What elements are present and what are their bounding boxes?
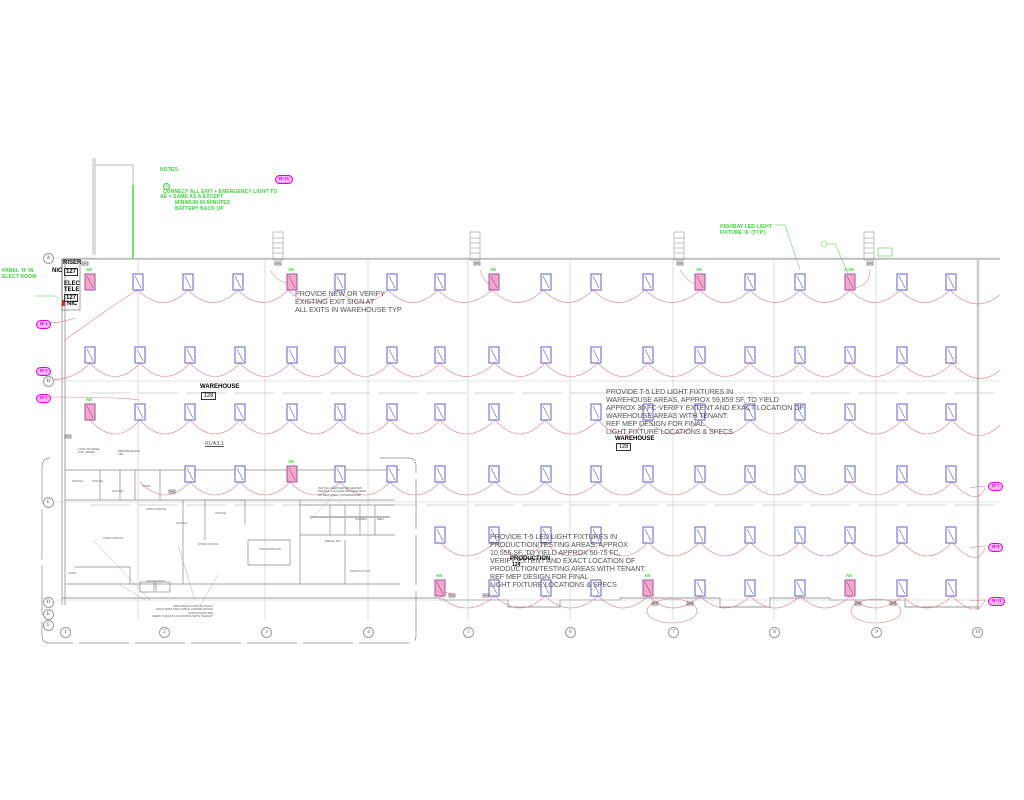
room-warehouse-east-number: 128 [616,443,632,452]
ae-legend-line3: BATTERY BACK UP [175,206,224,212]
fixture-row-2 [84,346,957,364]
elec-room-label-1: ELEC [64,281,81,287]
grid-row-e: E [43,609,54,620]
fixture-row-4 [184,465,957,483]
grid-row-a: A [43,253,54,264]
office-room-label: WOMEN [355,517,367,521]
ae-label: AE [696,267,703,272]
grid-col-8: 8 [769,627,780,638]
ae-legend-line2: MINIMUM 90 MINUTES [175,200,231,206]
grid-col-6: 6 [565,627,576,638]
office-room-label: OFFICE [176,521,187,525]
ae-label: AE [288,459,295,464]
office-room-label: RECEPTION [147,579,165,583]
office-room-label: OPEN OFFICE [198,542,219,546]
panel-tag-h7: H-7 [988,482,1004,491]
low-voltage-label: LOW VOLTAGE COIL PANEL [78,447,100,455]
office-room-label: OFFICE [259,547,270,551]
grid-col-1: 1 [60,627,71,638]
office-room-label: PRODUCTION [350,569,371,573]
grid-row-f: F [43,620,54,631]
fixture-row-1 [84,273,957,291]
stairs [272,231,893,261]
grid-col-9: 9 [871,627,882,638]
office-room-label: OFFICE [92,479,103,483]
ae-label: AE [436,573,443,578]
grid-col-10: 10 [972,627,983,638]
ae-label: AE [644,573,651,578]
ae-label: AE [288,267,295,272]
elec-room-suffix: NIC [67,301,78,307]
panel-callout-line2: ELECT ROOM [2,274,37,280]
grid-row-c: C [43,497,54,508]
grid-col-5: 5 [463,627,474,638]
office-room-label: CONF [68,571,77,575]
exit-sign-callout: PROVIDE NEW OR VERIFY EXISTING EXIT SIGN… [295,289,402,315]
riser-room-label: RISER [63,260,82,266]
room-production-number: 124 [512,562,521,568]
storefront-note: PROVIDE FLOOR OUTLETS WITH DATA AND CABL… [152,604,213,619]
one-ae-label: 1-AE [844,267,855,272]
production-fixtures-callout: PROVIDE T-5 LED LIGHT FIXTURES IN PRODUC… [490,532,646,590]
panel-callout-line1: PANEL 'H' IN [2,268,34,274]
note-1: 1 CONNECT ALL EXIT + EMERGENCY LIGHT TO [160,177,277,195]
panel-tag-h5b: H-5 [36,394,52,403]
office-room-label: OFFICE [215,511,226,515]
panel-tag-h9: H-9 [988,543,1004,552]
warehouse-fixtures-callout: PROVIDE T-5 LED LIGHT FIXTURES IN WAREHO… [606,387,804,437]
grid-lines [55,257,1000,620]
notes-heading: NOTES: [160,167,180,173]
maintenance-label: MAINTENANCE 130 [118,449,140,457]
shaft-outline [92,158,134,255]
highbay-callout: HIGHBAY LED LIGHT FIXTURE 'A' (TYP.) [720,224,772,236]
detail-reference: 01/A3.1 [205,441,224,447]
fixture-row-3 [84,403,957,421]
restroom-note: INSTALL NEW WATER HEATER INSTALL 1 EA AN… [318,486,367,497]
elec-room-number: 127 [64,294,79,303]
grid-col-3: 3 [261,627,272,638]
panel-tag-h11: H-11 [988,597,1006,606]
note-1-text: CONNECT ALL EXIT + EMERGENCY LIGHT TO [162,188,278,195]
ae-label: AE [846,573,853,578]
ae-legend-line1: AE = SAME AS A EXCEPT [160,194,224,200]
grid-row-d: D [43,597,54,608]
grid-row-b: B [43,376,54,387]
ae-label: AE [490,267,497,272]
office-room-label: OPEN OFFICE [103,536,124,540]
office-room-label: MEN [377,517,384,521]
office-room-label: CONF [142,484,151,488]
grid-col-7: 7 [668,627,679,638]
room-production-name: PRODUCTION [510,556,551,562]
office-area [41,457,417,644]
ae-label: AE [86,267,93,272]
grid-col-2: 2 [159,627,170,638]
panel-tag-h1: H-1 [36,320,52,329]
elec-room-label-2: TELE [64,287,80,293]
grid-col-4: 4 [363,627,374,638]
riser-room-prefix: NIC [52,268,63,274]
riser-room-number: 127 [64,268,79,277]
office-room-label: OFFICE [112,489,123,493]
office-room-label: BREAK RM [325,539,341,543]
panel-tag-h13: H-13 [275,175,293,184]
office-room-label: OFFICE [270,547,281,551]
ae-label: AE [86,397,93,402]
office-room-label: OPEN OFFICE [146,507,167,511]
office-room-label: OFFICE [72,479,83,483]
room-warehouse-west-name: WAREHOUSE [200,384,240,390]
room-warehouse-west-number: 128 [201,392,217,401]
room-warehouse-east-name: WAREHOUSE [615,436,655,442]
panel-tag-h5: H-5 [36,367,52,376]
